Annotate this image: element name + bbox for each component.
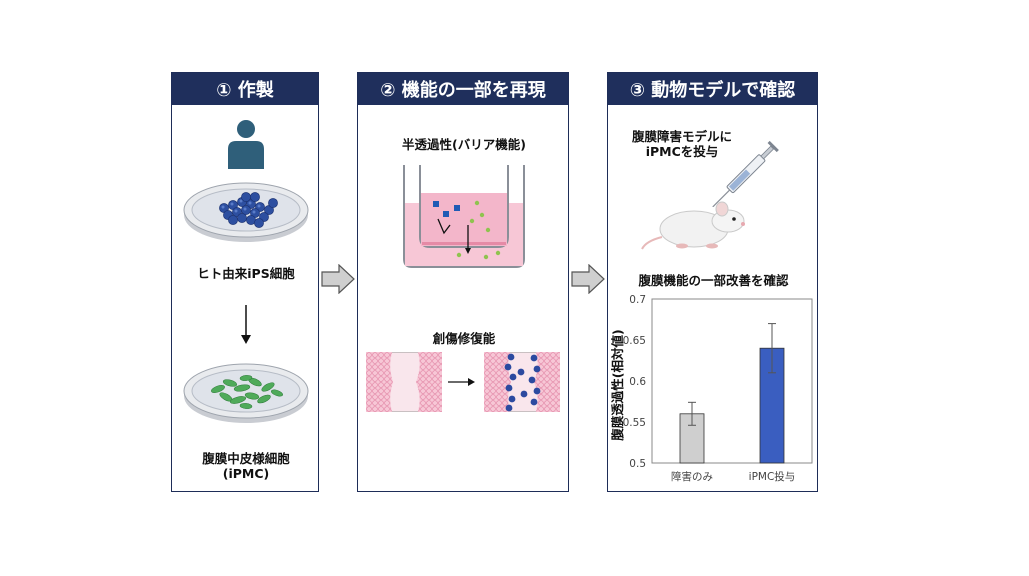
error-bar	[688, 401, 696, 426]
ipmc-label-name: 腹膜中皮様細胞	[202, 451, 290, 466]
human-icon	[228, 120, 264, 169]
y-tick-label: 0.65	[623, 335, 646, 347]
x-tick-label: 障害のみ	[671, 470, 713, 483]
y-tick-label: 0.55	[623, 417, 646, 429]
wound-before-icon	[366, 352, 442, 412]
panel-production: ① 作製 ヒト由来iPS細胞	[171, 72, 319, 492]
petri-dish-ipmc-icon	[183, 363, 309, 423]
y-axis-label: 腹膜透過性(相対値)	[610, 329, 625, 440]
wound-after-icon	[484, 352, 560, 412]
permeability-bar-chart: 腹膜透過性(相対値) 0.5 0.55 0.6 0.65 0.7 障害のみ iPMC投与	[610, 295, 813, 483]
syringe-icon	[712, 140, 779, 207]
ipmc-label: 腹膜中皮様細胞 (iPMC)	[172, 451, 320, 481]
panel-title: ③ 動物モデルで確認	[608, 73, 817, 105]
petri-dish-ips-icon	[183, 182, 309, 242]
panel-title: ① 作製	[172, 73, 318, 105]
ips-cell-label: ヒト由来iPS細胞	[197, 266, 295, 281]
mouse-icon	[641, 201, 745, 250]
result-label: 腹膜機能の一部改善を確認	[638, 273, 789, 288]
transwell-assay-icon	[403, 165, 525, 268]
injection-label-model: 腹膜障害モデルに	[631, 129, 732, 144]
permeability-label: 半透過性(バリア機能)	[402, 137, 526, 152]
panel-animal-model: ③ 動物モデルで確認 腹膜障害モデルに iPMCを投与 腹膜機能の一部改善を確認…	[607, 72, 818, 492]
injection-label: 腹膜障害モデルに iPMCを投与	[622, 129, 742, 159]
error-bar	[768, 323, 776, 374]
x-tick-label: iPMC投与	[749, 470, 796, 483]
y-tick-label: 0.6	[629, 376, 646, 388]
y-tick-label: 0.7	[629, 295, 646, 306]
panel-function: ② 機能の一部を再現 半透過性(バリア機能) 創傷修復能	[357, 72, 569, 492]
y-tick-label: 0.5	[629, 458, 646, 470]
injection-label-ipmc: iPMCを投与	[645, 144, 719, 159]
arrow-right-icon	[321, 264, 355, 294]
arrow-right-small-icon	[448, 378, 475, 386]
ipmc-label-abbrev: (iPMC)	[222, 466, 270, 481]
panel-title: ② 機能の一部を再現	[358, 73, 568, 105]
arrow-down-icon	[241, 305, 251, 344]
arrow-right-icon	[571, 264, 605, 294]
wound-healing-label: 創傷修復能	[432, 331, 496, 346]
